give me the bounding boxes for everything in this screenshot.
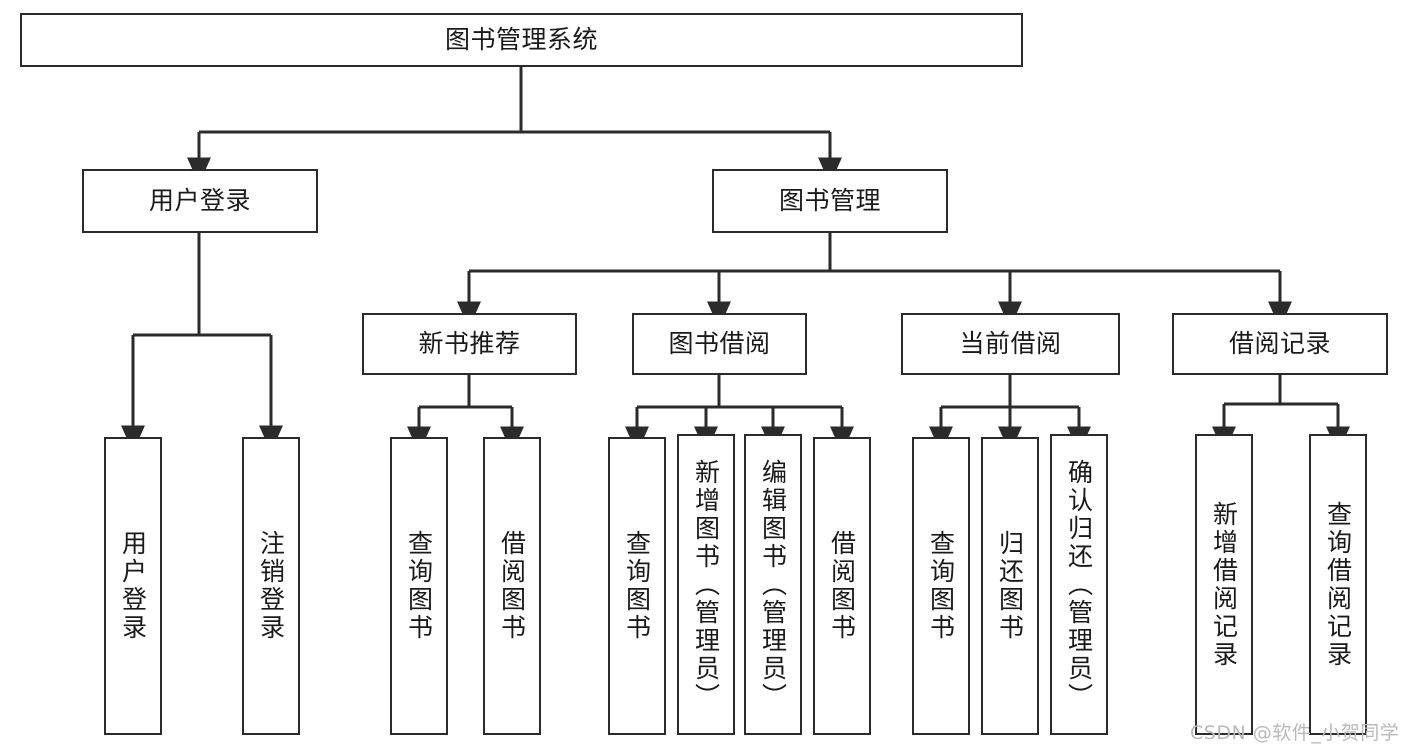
node-system-root[interactable]: 图书管理系统 [20,13,1023,67]
node-label: 图书借阅 [668,328,771,358]
node-label: 图书管理系统 [444,24,598,54]
node-book-borrow[interactable]: 图书借阅 [632,313,807,375]
leaf-logout-login[interactable]: 注销登录 [242,437,300,735]
node-label: 用户登录 [118,530,148,642]
node-label: 借阅图书 [497,530,527,642]
leaf-add-book-admin[interactable]: 新增图书（管理员） [677,434,735,735]
node-label: 注销登录 [256,530,286,642]
node-label: 图书管理 [778,185,881,215]
node-borrow-record[interactable]: 借阅记录 [1172,313,1388,375]
leaf-return-book[interactable]: 归还图书 [981,437,1039,735]
node-label: 用户登录 [148,185,251,215]
node-label: 新增借阅记录 [1209,500,1239,669]
leaf-query-book-current[interactable]: 查询图书 [912,437,970,735]
node-label: 查询图书 [622,530,652,642]
leaf-query-borrow-record[interactable]: 查询借阅记录 [1309,434,1367,735]
node-current-borrow[interactable]: 当前借阅 [901,313,1120,375]
leaf-user-login[interactable]: 用户登录 [104,437,162,735]
node-label: 借阅记录 [1228,328,1331,358]
node-label: 当前借阅 [959,328,1062,358]
node-label: 新书推荐 [418,328,521,358]
leaf-query-book-borrow[interactable]: 查询图书 [608,437,666,735]
node-label: 归还图书 [995,530,1025,642]
node-label: 确认归还（管理员） [1064,458,1094,711]
node-user-login[interactable]: 用户登录 [82,169,318,233]
node-new-book-recommend[interactable]: 新书推荐 [362,313,577,375]
node-label: 查询图书 [926,530,956,642]
leaf-add-borrow-record[interactable]: 新增借阅记录 [1195,434,1253,735]
node-label: 借阅图书 [827,530,857,642]
leaf-confirm-return-admin[interactable]: 确认归还（管理员） [1050,434,1108,735]
leaf-edit-book-admin[interactable]: 编辑图书（管理员） [744,434,802,735]
node-book-manage[interactable]: 图书管理 [712,169,948,233]
leaf-borrow-book-borrow[interactable]: 借阅图书 [813,437,871,735]
leaf-borrow-book-recommend[interactable]: 借阅图书 [483,437,541,735]
node-label: 查询借阅记录 [1323,500,1353,669]
leaf-query-book-recommend[interactable]: 查询图书 [390,437,448,735]
csdn-watermark: CSDN @软件_小贺同学 [1190,722,1400,744]
node-label: 新增图书（管理员） [691,458,721,711]
node-label: 编辑图书（管理员） [758,458,788,711]
node-label: 查询图书 [404,530,434,642]
